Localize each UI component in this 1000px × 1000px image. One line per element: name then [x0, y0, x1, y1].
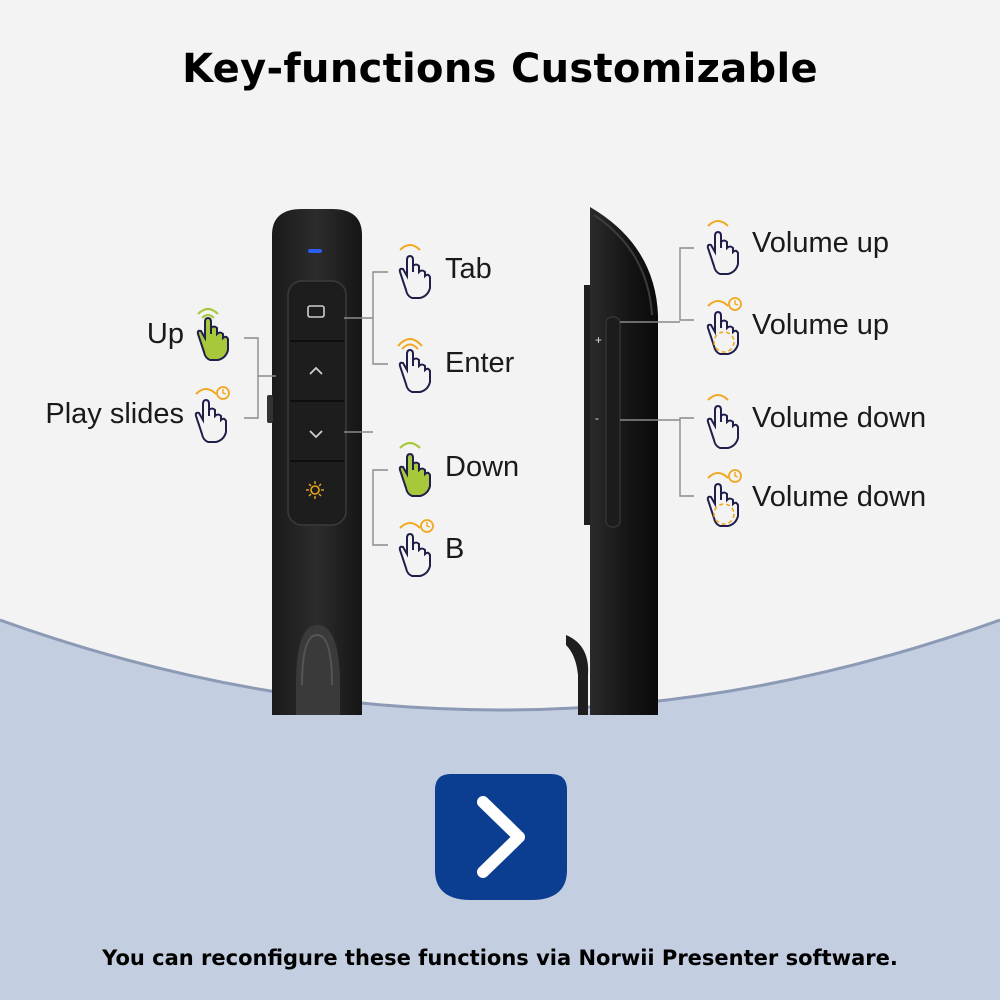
label-play-slides: Play slides: [45, 398, 184, 430]
down-arrow-button[interactable]: [290, 403, 344, 459]
label-volume-up-2: Volume up: [752, 309, 890, 341]
long-press-hand-icon: [706, 297, 742, 355]
long-press-hand-icon: [706, 469, 742, 527]
long-press-hand-icon: [398, 519, 434, 577]
connector-lines: [244, 247, 694, 546]
label-b: B: [445, 533, 465, 565]
laser-button[interactable]: [290, 463, 344, 519]
label-volume-down-1: Volume down: [752, 402, 927, 434]
double-tap-hand-icon: [194, 386, 230, 443]
single-tap-hand-icon: [706, 220, 739, 275]
single-tap-hand-icon: [398, 244, 431, 299]
highlighted-tap-hand-icon: [196, 307, 229, 361]
double-tap-hand-icon: [397, 338, 431, 393]
label-tab: Tab: [445, 253, 492, 285]
page-title: Key-functions Customizable: [182, 46, 818, 92]
label-volume-up-1: Volume up: [752, 227, 890, 259]
label-down: Down: [445, 451, 520, 483]
label-up: Up: [146, 318, 184, 350]
window-button[interactable]: [290, 283, 344, 339]
up-arrow-button[interactable]: [290, 343, 344, 399]
single-tap-hand-icon: [706, 394, 739, 449]
label-volume-down-2: Volume down: [752, 481, 927, 513]
plus-mark: +: [595, 333, 603, 347]
presenter-front-view: [267, 209, 362, 715]
chevron-right-icon[interactable]: [431, 770, 571, 904]
minus-mark: -: [595, 411, 599, 425]
presenter-side-view: [566, 207, 658, 715]
footer-note: You can reconfigure these functions via …: [102, 946, 898, 970]
highlighted-tap-hand-icon: [398, 441, 431, 497]
label-enter: Enter: [445, 347, 515, 379]
